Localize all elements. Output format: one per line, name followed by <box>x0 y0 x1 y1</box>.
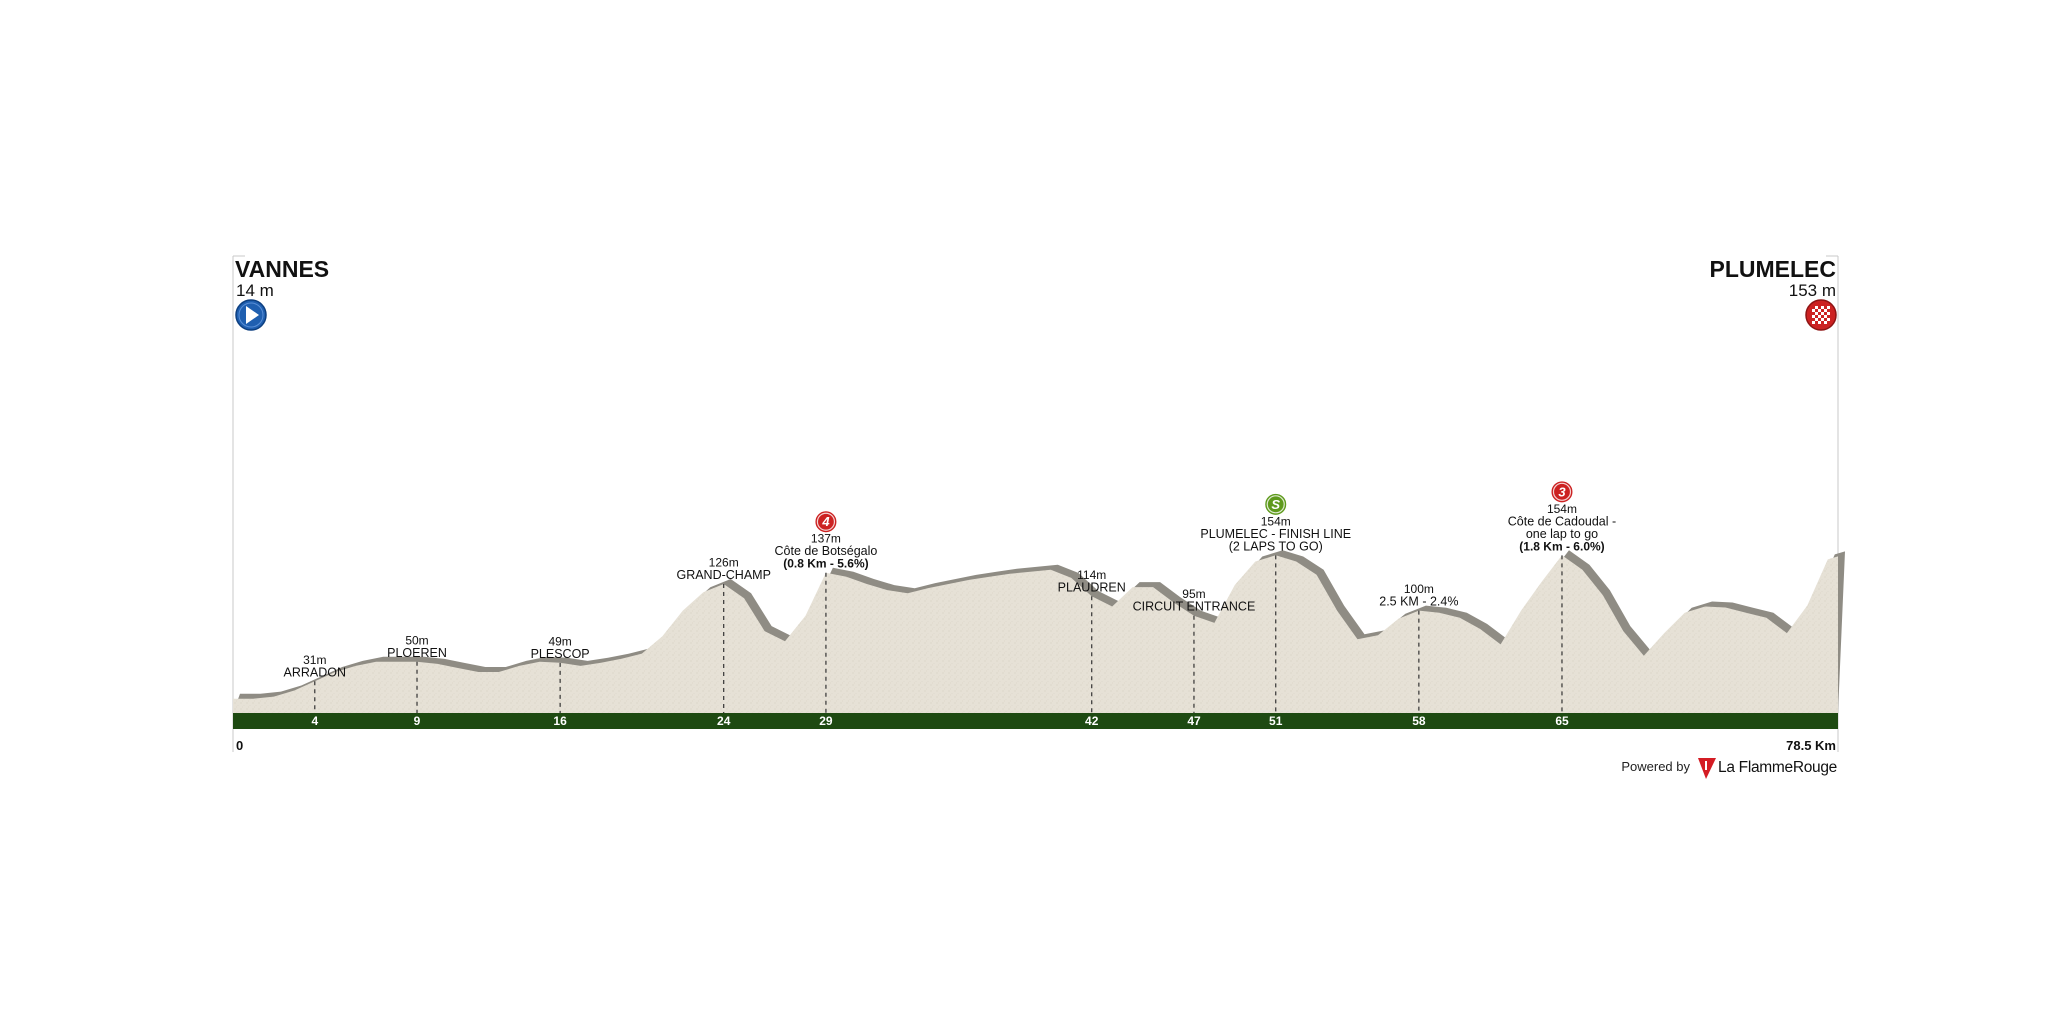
waypoint-altitude: 100m <box>1404 582 1434 596</box>
badge-label: 4 <box>821 514 830 529</box>
badge-ring <box>1266 495 1285 514</box>
badge-ring <box>816 512 836 531</box>
km-label-51: 51 <box>1269 714 1283 728</box>
finish-altitude: 153 m <box>1789 281 1836 300</box>
waypoint-altitude: 31m <box>303 653 326 667</box>
waypoint-name: CIRCUIT ENTRANCE <box>1133 600 1256 614</box>
finish-flag-icon <box>1805 299 1837 331</box>
waypoint-name: (2 LAPS TO GO) <box>1229 539 1323 553</box>
km-label-9: 9 <box>414 714 421 728</box>
km-label-65: 65 <box>1555 714 1569 728</box>
km-label-24: 24 <box>717 714 731 728</box>
waypoint-name: 2.5 KM - 2.4% <box>1379 595 1458 609</box>
waypoint-altitude: 49m <box>548 634 571 648</box>
km-label-58: 58 <box>1412 714 1426 728</box>
waypoint-name: PLOEREN <box>387 646 447 660</box>
badge-circle <box>814 510 838 534</box>
waypoint-altitude: 137m <box>811 532 841 546</box>
waypoint-detail: (0.8 Km - 5.6%) <box>783 557 868 571</box>
waypoint-altitude: 114m <box>1077 568 1106 582</box>
powered-by-text: Powered by <box>1621 759 1690 774</box>
flamme-rouge-logo-icon <box>1698 758 1716 779</box>
badge-label: 3 <box>1558 484 1566 499</box>
start-altitude: 14 m <box>236 281 274 300</box>
waypoint-detail: (1.8 Km - 6.0%) <box>1519 539 1604 553</box>
waypoint-name: one lap to go <box>1526 527 1598 541</box>
axis-start-label: 0 <box>236 738 243 753</box>
badge-ring <box>1552 482 1572 501</box>
climb-category-badge-icon: 4 <box>814 510 838 534</box>
badge-circle <box>1264 492 1288 516</box>
finish-town-name: PLUMELEC <box>1710 256 1837 282</box>
waypoint-altitude: 50m <box>405 633 428 647</box>
waypoint-name: ARRADON <box>284 665 347 679</box>
waypoint-name: Côte de Cadoudal - <box>1508 514 1616 528</box>
start-town-name: VANNES <box>235 256 329 282</box>
start-play-icon <box>235 299 267 331</box>
km-label-29: 29 <box>819 714 833 728</box>
waypoint-name: PLUMELEC - FINISH LINE <box>1200 527 1351 541</box>
badge-circle <box>1550 480 1574 504</box>
km-labels-layer: 4 9 16 24 29 42 47 51 58 65 <box>311 714 1569 728</box>
km-label-47: 47 <box>1187 714 1201 728</box>
waypoint-name: Côte de Botségalo <box>775 544 878 558</box>
waypoint-altitude: 154m <box>1261 514 1291 528</box>
badge-label: S <box>1271 497 1280 512</box>
km-label-4: 4 <box>311 714 318 728</box>
sprint-badge-icon: S <box>1264 492 1288 516</box>
km-label-42: 42 <box>1085 714 1099 728</box>
distance-axis-band <box>233 713 1838 729</box>
waypoint-name: PLAUDREN <box>1058 580 1126 594</box>
terrain-profile <box>233 555 1838 713</box>
axis-end-label: 78.5 Km <box>1786 738 1836 753</box>
waypoint-altitude: 154m <box>1547 502 1577 516</box>
waypoint-name: GRAND-CHAMP <box>676 568 770 582</box>
waypoint-altitude: 95m <box>1182 587 1205 601</box>
climb-category-badge-icon: 3 <box>1550 480 1574 504</box>
waypoint-name: PLESCOP <box>531 647 590 661</box>
km-label-16: 16 <box>553 714 567 728</box>
waypoint-altitude: 126m <box>709 556 739 570</box>
brand-name: La FlammeRouge <box>1718 759 1837 776</box>
